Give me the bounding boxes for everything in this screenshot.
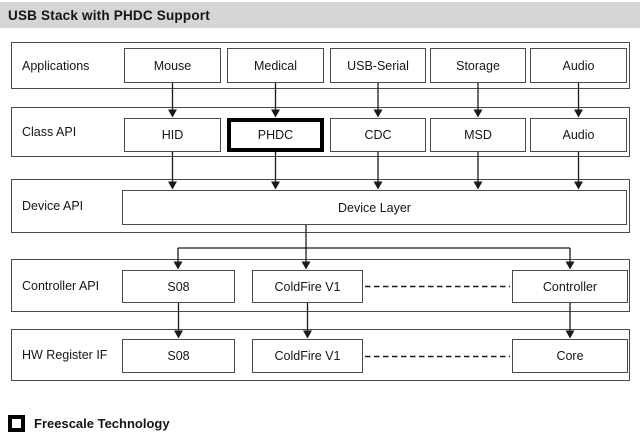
arrows-applications-to-class-api bbox=[168, 83, 583, 118]
row-label-applications: Applications bbox=[22, 58, 90, 73]
box-usb-serial: USB-Serial bbox=[330, 48, 426, 83]
box-coldfire-v1-controller-api: ColdFire V1 bbox=[252, 270, 363, 303]
box-mouse: Mouse bbox=[124, 48, 221, 83]
legend: Freescale Technology bbox=[8, 414, 170, 432]
box-audio-class: Audio bbox=[530, 118, 627, 152]
arrowheads-device-layer-to-controller-api bbox=[173, 261, 575, 270]
box-audio-app: Audio bbox=[530, 48, 627, 83]
row-label-hw-register-if: HW Register IF bbox=[22, 348, 108, 362]
box-storage: Storage bbox=[430, 48, 526, 83]
box-core: Core bbox=[512, 339, 628, 373]
arrows-controller-api-to-hw-register bbox=[174, 303, 575, 339]
box-s08-hw-register: S08 bbox=[122, 339, 235, 373]
box-cdc: CDC bbox=[330, 118, 426, 152]
dashed-connectors bbox=[365, 285, 510, 358]
row-label-controller-api: Controller API bbox=[22, 278, 100, 293]
box-controller: Controller bbox=[512, 270, 628, 303]
box-coldfire-v1-hw-register: ColdFire V1 bbox=[252, 339, 363, 373]
page-title: USB Stack with PHDC Support bbox=[0, 2, 640, 28]
box-s08-controller-api: S08 bbox=[122, 270, 235, 303]
freescale-technology-swatch-icon bbox=[8, 414, 25, 432]
legend-label: Freescale Technology bbox=[34, 415, 170, 431]
box-hid: HID bbox=[124, 118, 221, 152]
branch-device-layer-to-controller-api bbox=[177, 225, 571, 262]
box-msd: MSD bbox=[430, 118, 526, 152]
arrows-class-api-to-device-layer bbox=[168, 152, 583, 190]
row-label-class-api: Class API bbox=[22, 125, 77, 139]
row-label-device-api: Device API bbox=[22, 199, 84, 213]
box-device-layer: Device Layer bbox=[122, 190, 627, 225]
box-medical: Medical bbox=[227, 48, 324, 83]
box-phdc-highlighted: PHDC bbox=[227, 118, 324, 152]
